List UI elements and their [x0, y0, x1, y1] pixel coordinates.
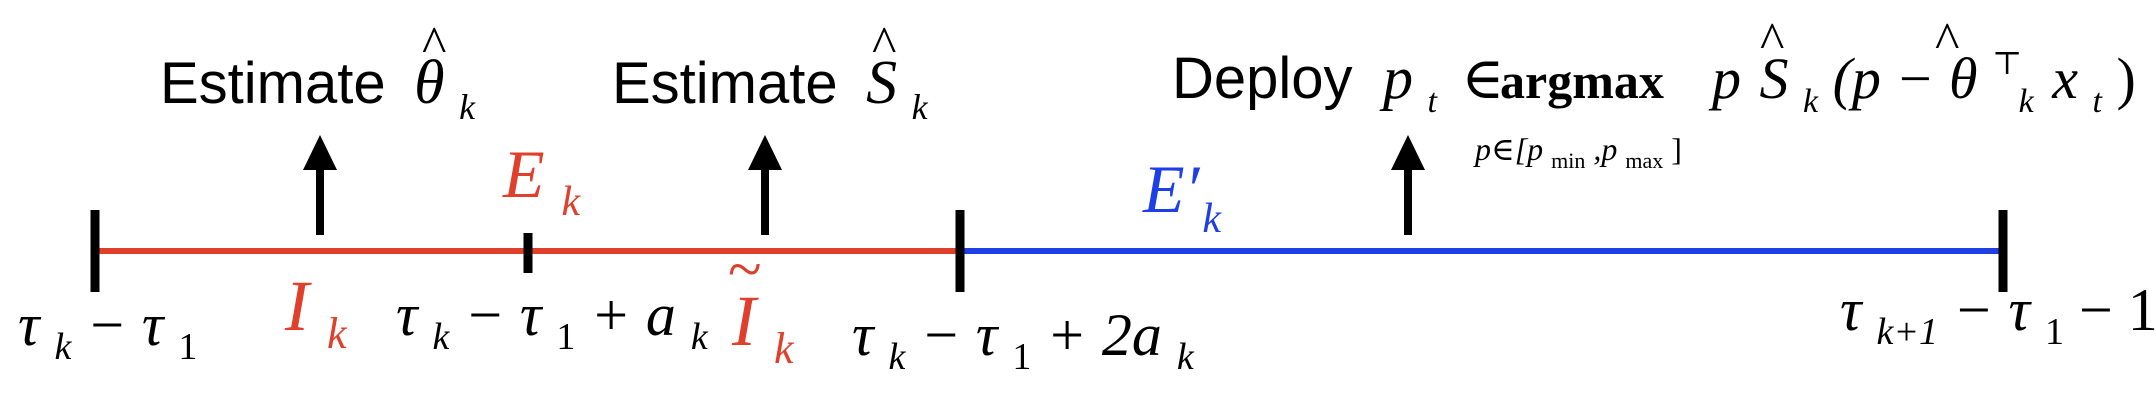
- hat-theta: ^: [422, 17, 446, 74]
- arrow-estimate-theta: [303, 135, 337, 235]
- hat-theta-deploy: ^: [1935, 13, 1959, 70]
- deploy-objective: p S k (p − θ ⊤ k x t ): [1708, 22, 2136, 125]
- tick-label-end-E-k: τ k − τ 1 + 2a k: [852, 302, 1195, 382]
- tick-label-end: τ k+1 − τ 1 − 1: [1840, 277, 2156, 357]
- tilde-mark: ~: [728, 236, 762, 304]
- E-k-label: E k: [502, 136, 582, 225]
- I-tilde-k-label: I k: [731, 281, 795, 373]
- I-k-label: I k: [284, 266, 348, 358]
- arrow-estimate-s: [748, 135, 782, 235]
- tick-label-start: τ k − τ 1: [18, 292, 197, 372]
- tick-label-midpoint: τ k − τ 1 + a k: [396, 282, 709, 362]
- estimate-s-label: Estimate S k: [612, 49, 929, 127]
- argmax-subscript: p∈[p min ,p max ]: [1473, 131, 1682, 175]
- estimate-theta-label: Estimate θ k: [160, 49, 476, 127]
- deploy-label: Deploy p t ∈: [1172, 45, 1504, 125]
- hat-s: ^: [872, 17, 896, 74]
- arrow-deploy: [1391, 135, 1425, 235]
- E-prime-k-label: E′ k: [1142, 151, 1222, 242]
- hat-s-deploy: ^: [1760, 13, 1784, 70]
- argmax-label: argmax: [1500, 53, 1664, 109]
